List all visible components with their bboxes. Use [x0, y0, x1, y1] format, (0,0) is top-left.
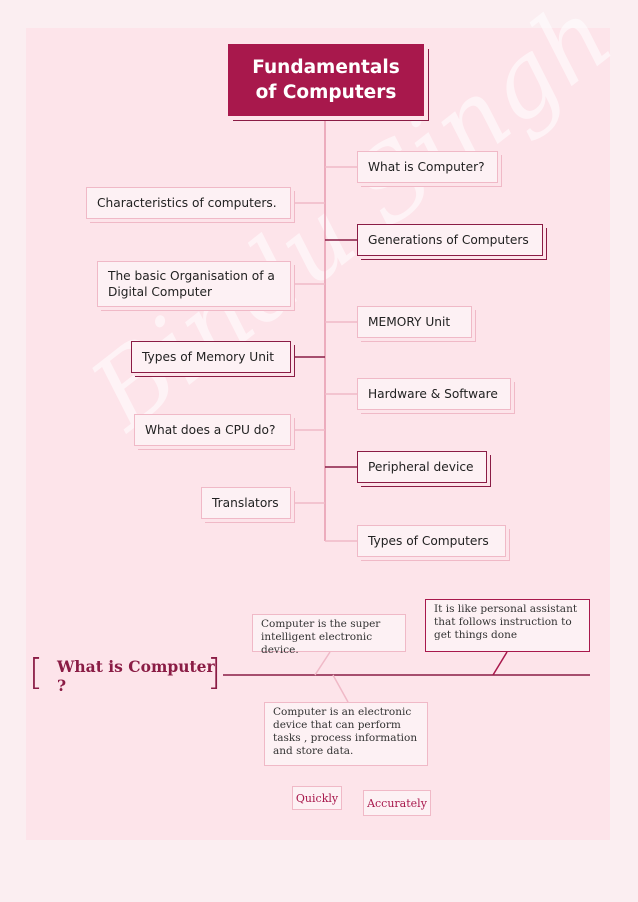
topic-types-of-computers: Types of Computers — [357, 525, 506, 557]
title-box: Fundamentals of Computers — [228, 44, 424, 116]
topic-generations: Generations of Computers — [357, 224, 543, 256]
topic-characteristics: Characteristics of computers. — [86, 187, 291, 219]
topic-peripheral-device: Peripheral device — [357, 451, 487, 483]
note-personal-assistant: It is like personal assistant that follo… — [425, 599, 590, 652]
topic-types-of-memory: Types of Memory Unit — [131, 341, 291, 373]
tag-accurately: Accurately — [363, 790, 431, 816]
topic-memory-unit: MEMORY Unit — [357, 306, 472, 338]
note-super-intelligent: Computer is the super intelligent electr… — [252, 614, 406, 656]
topic-hardware-software: Hardware & Software — [357, 378, 511, 410]
topic-translators: Translators — [201, 487, 291, 519]
what-is-computer-heading: What is Computer ? — [57, 657, 215, 695]
right-bracket: ] — [207, 652, 222, 693]
left-bracket: [ — [29, 652, 44, 693]
tag-quickly: Quickly — [292, 786, 342, 810]
topic-what-is-computer: What is Computer? — [357, 151, 498, 183]
title-line-2: of Computers — [255, 82, 397, 103]
note-definition: Computer is an electronic device that ca… — [264, 702, 428, 766]
topic-cpu: What does a CPU do? — [134, 414, 291, 446]
topic-basic-organisation: The basic Organisation of a Digital Comp… — [97, 261, 291, 307]
title-line-1: Fundamentals — [252, 57, 400, 78]
